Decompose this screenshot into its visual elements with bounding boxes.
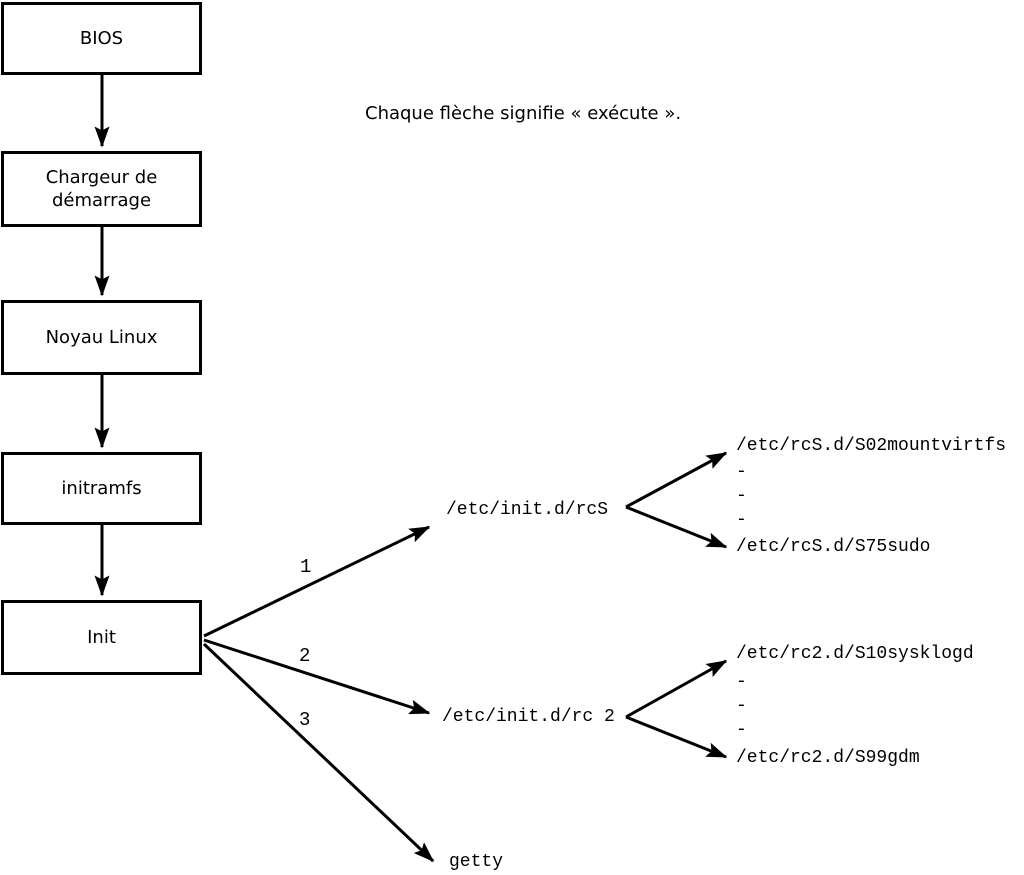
arrow-rc2-to-first [625,659,728,719]
node-init: Init [1,600,202,675]
branch-number-3: 3 [299,709,311,731]
arrow-init-to-getty [202,642,435,863]
rc2d-ellipsis-dash: - [736,696,747,716]
rcSd-ellipsis-dash: - [736,486,747,506]
rc2d-ellipsis-dash: - [736,720,747,740]
arrow-init-to-rcS [203,525,431,638]
caption: Chaque flèche signifie « exécute ». [365,103,682,124]
branch-number-1: 1 [300,556,312,578]
node-bios: BIOS [1,2,202,75]
rcSd-ellipsis-dash: - [736,510,747,530]
arrow-rcS-to-last [625,505,728,549]
rc2d-ellipsis-dash: - [736,672,747,692]
node-initramfs-label: initramfs [61,477,142,499]
node-boot-loader-label: Chargeur de démarrage [45,166,158,211]
node-initramfs: initramfs [1,452,202,525]
arrow-rcS-to-first [625,451,728,509]
arrow-rc2-to-last [625,715,728,759]
path-etc-init-d-rc2: /etc/init.d/rc 2 [442,707,615,727]
arrow-init-to-rc2 [203,638,431,715]
rcSd-ellipsis-dash: - [736,462,747,482]
node-bios-label: BIOS [79,27,124,49]
node-boot-loader: Chargeur de démarrage [1,151,202,227]
path-etc-init-d-rcS: /etc/init.d/rcS [446,500,609,520]
path-getty: getty [449,852,504,872]
path-rc2d-first: /etc/rc2.d/S10sysklogd [736,644,974,664]
node-linux-kernel-label: Noyau Linux [45,326,158,348]
path-rc2d-last: /etc/rc2.d/S99gdm [736,748,920,768]
branch-number-2: 2 [299,645,311,667]
path-rcSd-last: /etc/rcS.d/S75sudo [736,537,931,557]
path-rcSd-first: /etc/rcS.d/S02mountvirtfs [736,436,1007,456]
node-linux-kernel: Noyau Linux [1,300,202,375]
node-init-label: Init [87,626,116,648]
